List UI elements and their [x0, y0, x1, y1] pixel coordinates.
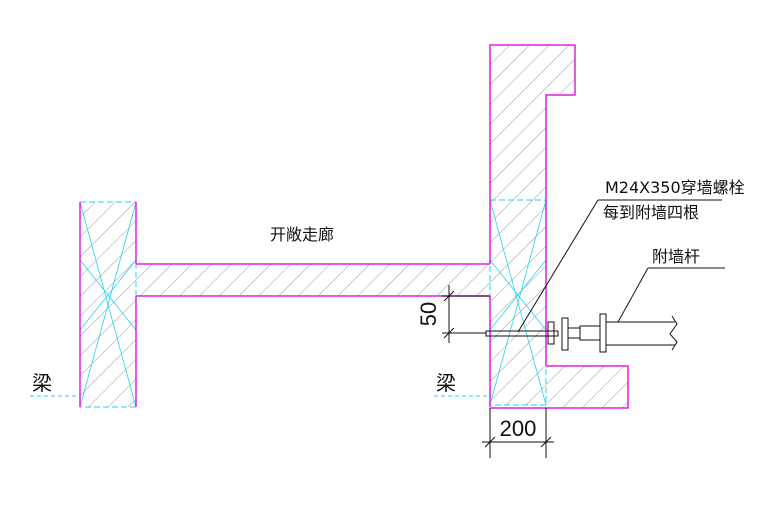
beam-right-label: 梁 — [436, 371, 456, 395]
corridor-slab — [136, 263, 490, 297]
dimension-horizontal-label: 200 — [500, 416, 537, 441]
dimension-vertical — [442, 285, 490, 343]
dimension-vertical-label: 50 — [416, 302, 441, 326]
right-wall-lower — [489, 199, 547, 407]
annotation-leaders — [517, 199, 725, 333]
corridor-label: 开敞走廊 — [270, 225, 334, 244]
bolt-note-label: 每到附墙四根 — [603, 203, 699, 222]
right-wall-upper — [489, 44, 576, 200]
bottom-ledge — [490, 365, 629, 409]
bolt-spec-label: M24X350穿墙螺栓 — [605, 178, 745, 197]
dimension-horizontal — [482, 408, 554, 458]
beam-left-label: 梁 — [32, 371, 52, 395]
wall-rod-label: 附墙杆 — [652, 247, 700, 266]
left-column — [79, 201, 137, 408]
